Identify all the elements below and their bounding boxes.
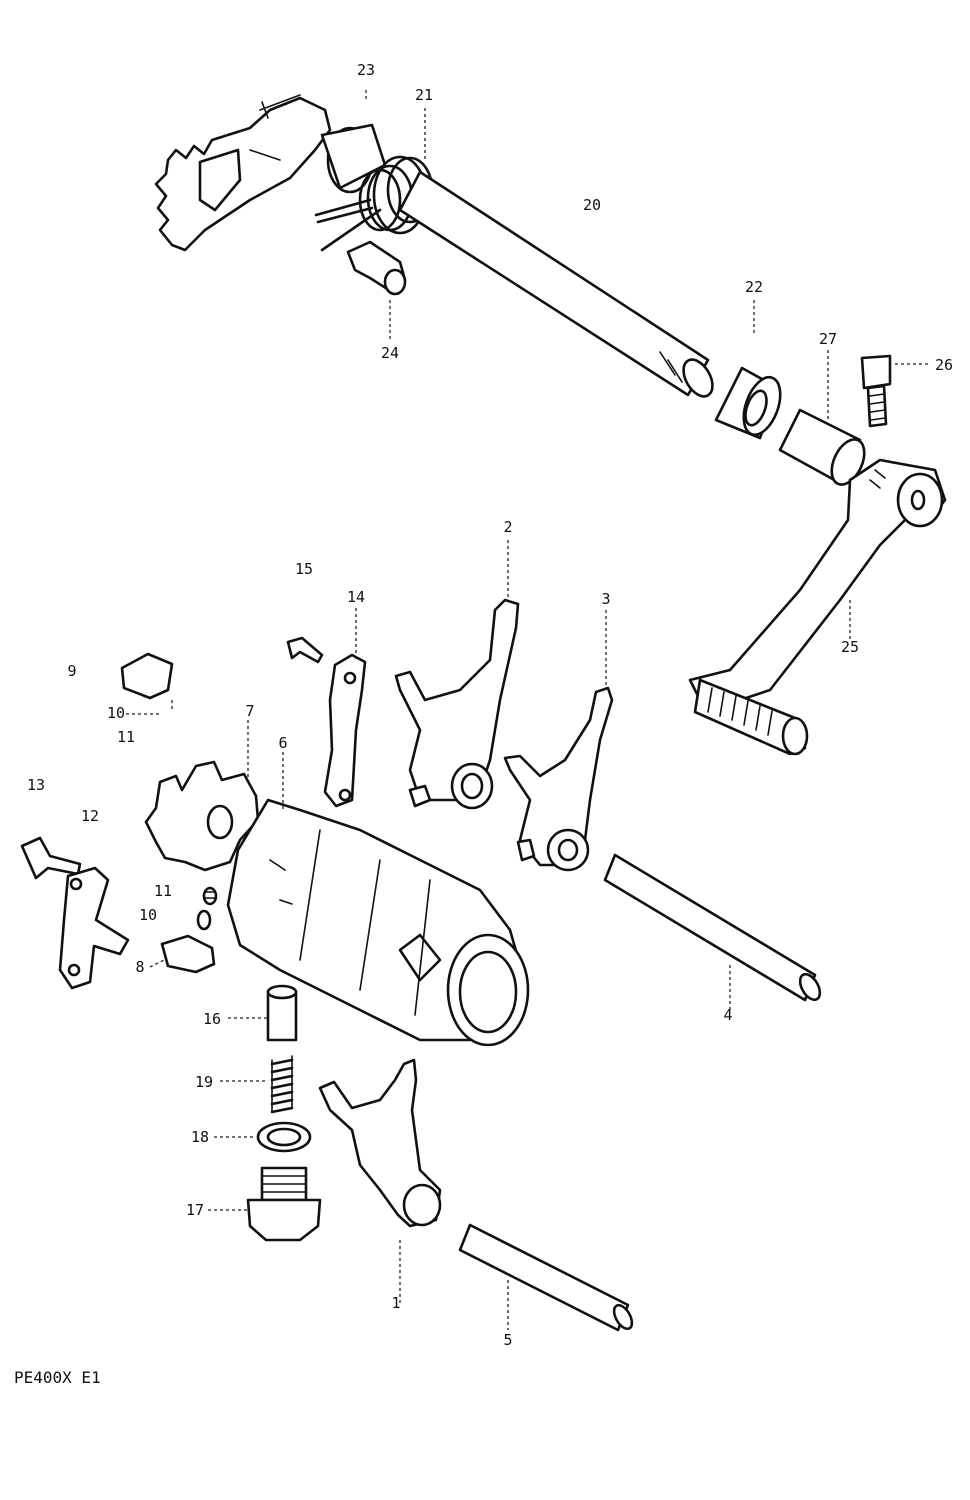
label-part-9: 9 bbox=[67, 662, 76, 680]
label-part-11-lower: 11 bbox=[154, 882, 172, 900]
label-part-22: 22 bbox=[745, 278, 763, 296]
leader-lines bbox=[126, 90, 930, 1330]
label-part-15: 15 bbox=[295, 560, 313, 578]
label-part-19: 19 bbox=[195, 1073, 213, 1091]
label-part-11-upper: 11 bbox=[117, 728, 135, 746]
gasket-ring bbox=[256, 1121, 312, 1153]
label-part-3: 3 bbox=[601, 590, 610, 608]
label-part-4: 4 bbox=[723, 1006, 732, 1024]
drain-plug bbox=[246, 1166, 322, 1242]
label-part-24: 24 bbox=[381, 344, 399, 362]
gearshift-lever bbox=[688, 458, 947, 756]
shift-fork-3 bbox=[503, 686, 614, 872]
pawl-pin bbox=[196, 909, 212, 931]
cam-pawl bbox=[160, 934, 216, 974]
label-part-13: 13 bbox=[27, 776, 45, 794]
plate-screw bbox=[286, 636, 324, 664]
label-part-17: 17 bbox=[186, 1201, 204, 1219]
label-part-21: 21 bbox=[415, 86, 433, 104]
label-part-7: 7 bbox=[245, 702, 254, 720]
pawl-plate bbox=[58, 866, 130, 990]
oil-seal bbox=[714, 366, 782, 440]
label-part-10: 10 bbox=[139, 906, 157, 924]
cam-plate bbox=[120, 652, 174, 700]
label-part-23: 23 bbox=[357, 61, 375, 79]
gearshift-arm bbox=[154, 94, 387, 252]
label-part-18: 18 bbox=[191, 1128, 209, 1146]
gearshift-shaft bbox=[398, 170, 714, 398]
fork-shaft-5 bbox=[458, 1223, 634, 1332]
label-part-26: 26 bbox=[935, 356, 953, 374]
spacer-bush bbox=[778, 408, 866, 486]
shift-fork-1 bbox=[318, 1058, 442, 1228]
label-part-8: 8 bbox=[135, 958, 144, 976]
label-part-1: 1 bbox=[391, 1294, 400, 1312]
shift-fork-2 bbox=[394, 598, 520, 810]
pawl-spring bbox=[202, 886, 218, 906]
label-part-5: 5 bbox=[503, 1331, 512, 1349]
pawl-screw bbox=[20, 836, 82, 880]
stopper-plate bbox=[323, 653, 367, 808]
label-part-10-upper: 10 bbox=[107, 704, 125, 722]
label-part-20: 20 bbox=[583, 196, 601, 214]
label-part-27: 27 bbox=[819, 330, 837, 348]
label-part-6: 6 bbox=[278, 734, 287, 752]
label-part-16: 16 bbox=[203, 1010, 221, 1028]
stopper-spring bbox=[270, 1055, 294, 1114]
shaft-pin bbox=[346, 240, 407, 296]
diagram-code: PE400X E1 bbox=[14, 1368, 101, 1387]
fork-shaft-4 bbox=[603, 853, 822, 1002]
label-part-12: 12 bbox=[81, 807, 99, 825]
neutral-stopper bbox=[266, 984, 298, 1042]
label-part-14: 14 bbox=[347, 588, 365, 606]
label-part-2: 2 bbox=[503, 518, 512, 536]
label-part-25: 25 bbox=[841, 638, 859, 656]
pedal-bolt bbox=[860, 354, 892, 428]
part-labels: 1 2 3 4 5 6 7 8 9 10 11 11 12 13 14 15 1… bbox=[27, 61, 953, 1349]
gearshift-cam bbox=[226, 798, 530, 1047]
